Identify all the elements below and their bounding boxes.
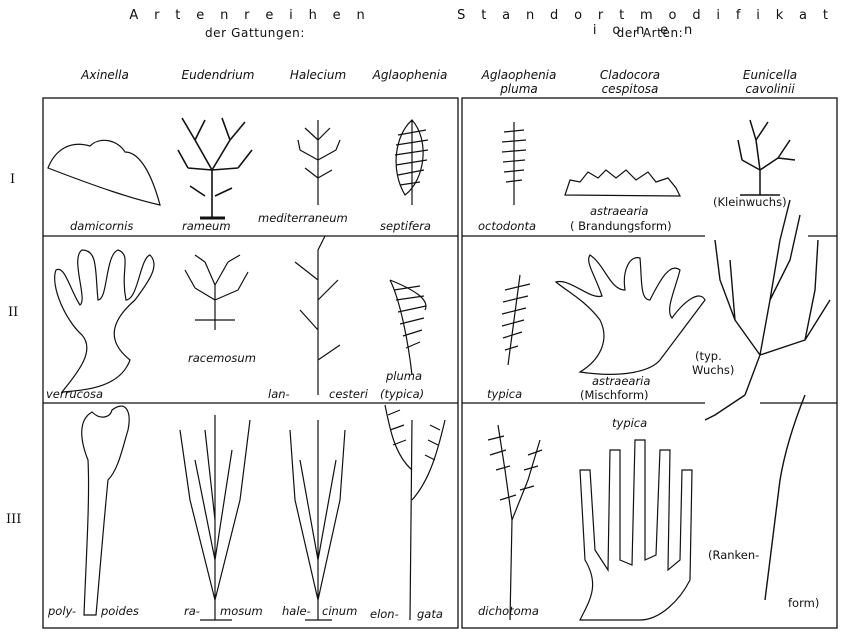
label-kleinwuchs: (Kleinwuchs) — [713, 195, 787, 209]
label-poly: poly- — [48, 604, 76, 618]
label-racemosum: racemosum — [188, 351, 256, 365]
label-typica-aglaophenia: typica — [487, 387, 522, 401]
verrucosa-sketch — [55, 250, 154, 392]
label-lan: lan- — [268, 387, 290, 401]
label-gata: gata — [417, 607, 443, 621]
mediterraneum-sketch — [298, 120, 340, 205]
lan-cesteri-sketch — [295, 236, 340, 395]
right-frame — [462, 98, 837, 628]
label-astraearia-2: astraearia — [592, 374, 650, 388]
label-cesteri: cesteri — [329, 387, 368, 401]
col-halecium: Halecium — [278, 68, 358, 82]
label-rameum: rameum — [182, 219, 231, 233]
label-verrucosa: verrucosa — [46, 387, 103, 401]
elongata-sketch — [385, 405, 445, 620]
header-artenreihen: A r t e n r e i h e n — [110, 8, 390, 23]
col-eudendrium: Eudendrium — [168, 68, 268, 82]
label-mediterraneum: mediterraneum — [258, 211, 348, 225]
typica-aglaophenia-sketch — [502, 275, 530, 365]
label-damicornis: damicornis — [70, 219, 133, 233]
label-typica-paren: (typica) — [380, 387, 424, 401]
col-eunicella-line1: Eunicella — [715, 68, 825, 82]
halecinum-sketch — [290, 420, 345, 620]
polypoides-sketch — [82, 406, 129, 615]
label-typ: (typ. — [695, 349, 722, 363]
label-ra: ra- — [184, 604, 200, 618]
label-hale: hale- — [282, 604, 311, 618]
col-aglaophenia: Aglaophenia — [360, 68, 460, 82]
label-poides: poides — [101, 604, 139, 618]
octodonta-sketch — [502, 122, 526, 205]
dichotoma-sketch — [488, 425, 542, 620]
col-cladocora-line2: cespitosa — [575, 82, 685, 96]
septifera-sketch — [395, 120, 428, 205]
pluma-typica-sketch — [390, 280, 426, 375]
label-mosum: mosum — [220, 604, 263, 618]
label-septifera: septifera — [380, 219, 431, 233]
rankenform-sketch — [765, 395, 805, 600]
label-dichotoma: dichotoma — [478, 604, 539, 618]
ramosum-sketch — [180, 415, 250, 620]
label-form: form) — [788, 596, 819, 610]
col-aglaophenia-pluma-line1: Aglaophenia — [464, 68, 574, 82]
damicornis-sketch — [48, 140, 160, 205]
label-elon: elon- — [370, 607, 399, 621]
label-wuchs: Wuchs) — [692, 363, 734, 377]
label-ranken: (Ranken- — [708, 548, 759, 562]
kleinwuchs-sketch — [738, 120, 795, 195]
row-label-II: II — [8, 305, 18, 320]
rameum-sketch — [178, 118, 252, 218]
racemosum-sketch — [185, 255, 248, 330]
col-cladocora-line1: Cladocora — [575, 68, 685, 82]
astraearia-mischform-sketch — [556, 255, 705, 374]
label-octodonta: octodonta — [478, 219, 536, 233]
col-eunicella-line2: cavolinii — [715, 82, 825, 96]
row-label-I: I — [10, 172, 15, 187]
label-cinum: cinum — [322, 604, 357, 618]
col-axinella: Axinella — [60, 68, 150, 82]
col-aglaophenia-pluma-line2: pluma — [464, 82, 574, 96]
label-pluma: pluma — [386, 369, 422, 383]
header-der-arten: der Arten: — [590, 26, 710, 40]
header-der-gattungen: der Gattungen: — [160, 26, 350, 40]
typ-wuchs-sketch — [705, 200, 830, 420]
row-label-III: III — [6, 512, 21, 527]
label-astraearia-1: astraearia — [590, 204, 648, 218]
label-brandungsform: ( Brandungsform) — [570, 219, 672, 233]
astraearia-brandungsform-sketch — [565, 170, 680, 196]
label-mischform: (Mischform) — [580, 388, 649, 402]
label-typica-cladocora: typica — [612, 416, 647, 430]
typica-cladocora-sketch — [580, 440, 692, 620]
